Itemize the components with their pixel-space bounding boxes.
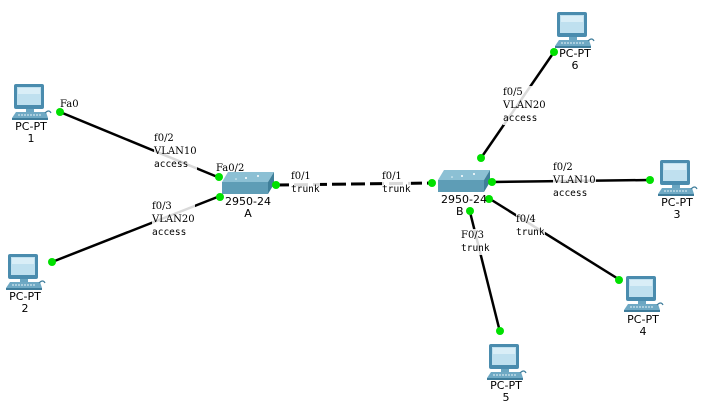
status-dot-pc6 <box>550 48 558 56</box>
pc-4-label: PC-PT 4 <box>624 314 662 338</box>
port: F0/3 <box>461 230 485 241</box>
device-name: 3 <box>673 208 681 221</box>
status-dot-pc2 <box>48 258 56 266</box>
switch-a-icon[interactable] <box>222 172 274 194</box>
mode: trunk <box>461 243 490 254</box>
port: f0/1 <box>382 171 402 182</box>
switch-b-icon[interactable] <box>438 170 490 192</box>
device-name: 6 <box>571 59 579 72</box>
pc-1-label: PC-PT 1 <box>12 121 50 145</box>
device-type: PC-PT <box>9 290 41 303</box>
device-type: 2950-24 <box>441 193 487 206</box>
device-type: PC-PT <box>661 196 693 209</box>
port: f0/5 <box>503 87 523 98</box>
link-switch-b-pc4[interactable] <box>489 197 621 282</box>
link-status-lights <box>48 48 654 335</box>
switch-a-port-label: Fa0/2 <box>216 163 245 174</box>
mode: access <box>154 159 189 170</box>
mode: access <box>553 188 588 199</box>
device-type: PC-PT <box>15 120 47 133</box>
pc-3-label: PC-PT 3 <box>658 197 696 221</box>
status-dot-b-pc5 <box>466 207 474 215</box>
mode: access <box>503 113 538 124</box>
vlan: VLAN10 <box>553 175 596 186</box>
port: f0/4 <box>516 214 536 225</box>
pc-4-icon[interactable] <box>623 275 664 313</box>
vlan: VLAN10 <box>154 146 197 157</box>
status-dot-a-trunk <box>272 181 280 189</box>
pc-6-icon[interactable] <box>554 11 595 49</box>
pc-2-icon[interactable] <box>5 253 46 291</box>
switch-b-label: 2950-24 B <box>436 194 492 218</box>
port: f0/3 <box>152 201 172 212</box>
device-name: 5 <box>502 391 510 404</box>
status-dot-pc5 <box>496 327 504 335</box>
link-label-a-trunk: f0/1 trunk <box>291 170 320 196</box>
status-dot-b-pc4 <box>485 195 493 203</box>
port: f0/2 <box>154 133 174 144</box>
device-type: PC-PT <box>490 379 522 392</box>
mode: trunk <box>382 184 411 195</box>
status-dot-a-pc1 <box>215 173 223 181</box>
link-label-b-pc6: f0/5 VLAN20 access <box>503 86 546 125</box>
vlan: VLAN20 <box>503 100 546 111</box>
device-name: 2 <box>21 302 29 315</box>
vlan: VLAN20 <box>152 214 195 225</box>
status-dot-b-trunk <box>428 179 436 187</box>
pc-5-icon[interactable] <box>486 343 527 381</box>
status-dot-pc1 <box>56 108 64 116</box>
link-label-a-pc2: f0/3 VLAN20 access <box>152 200 195 239</box>
device-name: 1 <box>27 132 35 145</box>
pc-3-icon[interactable] <box>657 159 698 197</box>
device-type: PC-PT <box>559 47 591 60</box>
mode: trunk <box>516 227 545 238</box>
mode: trunk <box>291 184 320 195</box>
link-label-a-pc1: f0/2 VLAN10 access <box>154 132 197 171</box>
pc-6-label: PC-PT 6 <box>556 48 594 72</box>
pc-1-icon[interactable] <box>11 83 52 121</box>
status-dot-b-pc3 <box>488 178 496 186</box>
port: f0/1 <box>291 171 311 182</box>
status-dot-pc4 <box>615 276 623 284</box>
device-name: 4 <box>639 325 647 338</box>
pc1-port-label: Fa0 <box>60 99 79 110</box>
port: f0/2 <box>553 162 573 173</box>
device-name: B <box>456 205 464 218</box>
pc-2-label: PC-PT 2 <box>6 291 44 315</box>
link-pc2-switch-a[interactable] <box>51 194 221 264</box>
mode: access <box>152 227 187 238</box>
status-dot-a-pc2 <box>216 193 224 201</box>
switch-a-label: 2950-24 A <box>220 196 276 220</box>
link-label-b-pc3: f0/2 VLAN10 access <box>553 161 596 200</box>
status-dot-b-pc6 <box>477 154 485 162</box>
link-label-b-trunk: f0/1 trunk <box>382 170 411 196</box>
device-type: PC-PT <box>627 313 659 326</box>
pc-5-label: PC-PT 5 <box>487 380 525 404</box>
device-name: A <box>244 207 252 220</box>
link-label-b-pc4: f0/4 trunk <box>516 213 545 239</box>
link-label-b-pc5: F0/3 trunk <box>461 229 490 255</box>
device-type: 2950-24 <box>225 195 271 208</box>
status-dot-pc3 <box>646 176 654 184</box>
